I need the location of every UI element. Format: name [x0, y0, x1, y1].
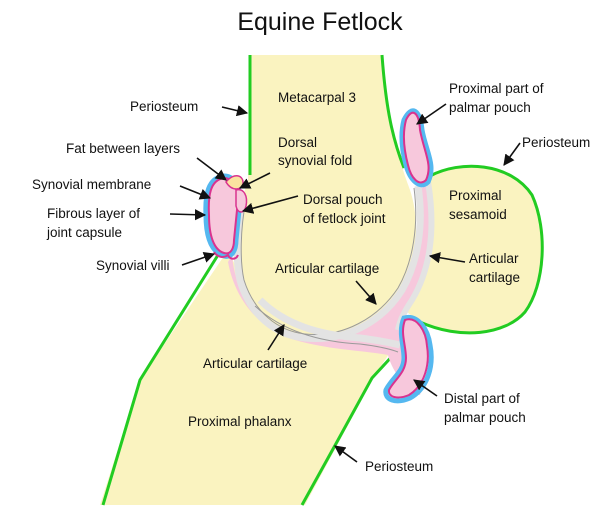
label-fibrous-layer-1: Fibrous layer of — [47, 206, 140, 221]
metacarpal-3-periosteum-right — [380, 54, 406, 169]
label-fibrous-layer-2: joint capsule — [46, 225, 122, 240]
label-metacarpal-3: Metacarpal 3 — [278, 90, 356, 105]
label-proximal-phalanx: Proximal phalanx — [188, 414, 292, 429]
proximal-phalanx-bone — [100, 250, 395, 505]
proximal-phalanx-periosteum-right — [300, 350, 398, 506]
dorsal-synovial-fold — [235, 188, 248, 213]
proximal-sesamoid-bone — [399, 165, 543, 333]
articular-cartilage-phalanx — [257, 297, 401, 349]
distal-palmar-pouch — [387, 318, 429, 399]
label-proximal-palmar-pouch-1: Proximal part of — [449, 81, 544, 96]
label-dorsal-synovial-fold-1: Dorsal — [278, 135, 317, 150]
distal-palmar-pouch-fibrous — [383, 314, 434, 404]
arrow-periosteum-right — [503, 142, 521, 166]
arrow-synovial-villi — [181, 251, 216, 266]
label-dorsal-pouch-1: Dorsal pouch — [303, 192, 383, 207]
label-periosteum-right: Periosteum — [522, 135, 590, 150]
label-fat-between-layers: Fat between layers — [66, 141, 180, 156]
arrow-fibrous-layer — [169, 209, 207, 221]
label-distal-palmar-pouch-2: palmar pouch — [444, 410, 526, 425]
label-synovial-membrane: Synovial membrane — [32, 177, 151, 192]
arrow-dorsal-synovial-fold — [238, 172, 271, 189]
label-articular-cartilage-lower: Articular cartilage — [203, 356, 307, 371]
arrow-dorsal-pouch — [241, 195, 299, 214]
synovial-villi — [213, 251, 239, 260]
label-periosteum-left: Periosteum — [130, 99, 198, 114]
label-synovial-villi: Synovial villi — [96, 258, 170, 273]
metacarpal-3-bone — [235, 55, 416, 336]
label-proximal-palmar-pouch-2: palmar pouch — [449, 100, 531, 115]
label-proximal-sesamoid-1: Proximal — [449, 188, 502, 203]
label-articular-cartilage-right-1: Articular — [469, 251, 519, 266]
arrow-proximal-palmar-pouch — [416, 103, 447, 125]
proximal-phalanx-periosteum-left — [101, 254, 220, 506]
articular-cartilage-outline — [240, 187, 417, 336]
diagram-title: Equine Fetlock — [237, 8, 403, 36]
arrow-periosteum-left — [221, 105, 249, 117]
label-distal-palmar-pouch-1: Distal part of — [444, 391, 520, 406]
label-articular-cartilage-right-2: cartilage — [469, 270, 520, 285]
articular-cartilage-phalanx-outline — [254, 305, 399, 353]
arrow-distal-palmar-pouch — [413, 379, 438, 397]
arrow-fat-between-layers — [196, 157, 227, 181]
arrow-articular-cartilage-upper — [355, 280, 377, 305]
label-dorsal-synovial-fold-2: synovial fold — [278, 153, 352, 168]
label-dorsal-pouch-2: of fetlock joint — [303, 211, 386, 226]
label-articular-cartilage-upper: Articular cartilage — [275, 261, 379, 276]
arrow-articular-cartilage-lower — [267, 324, 285, 351]
articular-cartilage-metacarpal — [233, 185, 424, 343]
label-proximal-sesamoid-2: sesamoid — [449, 207, 507, 222]
arrow-synovial-membrane — [179, 185, 212, 200]
arrow-periosteum-bottom — [334, 445, 358, 463]
arrow-articular-cartilage-right — [428, 252, 466, 264]
proximal-sesamoid-periosteum — [419, 164, 544, 335]
label-periosteum-bottom: Periosteum — [365, 459, 433, 474]
